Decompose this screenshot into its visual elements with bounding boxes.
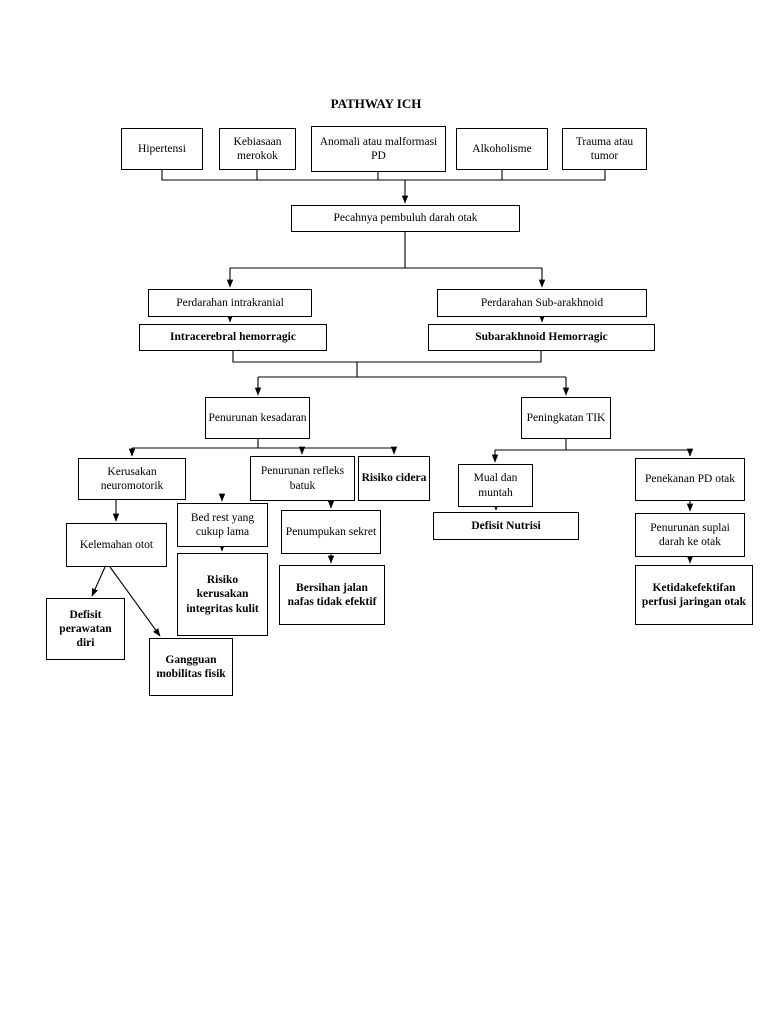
node-label: Risiko cidera xyxy=(361,472,427,485)
node-risiko-cidera[interactable]: Risiko cidera xyxy=(358,456,430,501)
node-label: Bed rest yang cukup lama xyxy=(190,511,255,538)
node-mual-dan-muntah[interactable]: Mual dan muntah xyxy=(458,464,533,507)
node-bersihan-jalan-nafas-tidak-efektif[interactable]: Bersihan jalan nafas tidak efektif xyxy=(279,565,385,625)
node-penurunan-refleks-batuk[interactable]: Penurunan refleks batuk xyxy=(250,456,355,501)
node-trauma-atau-tumor[interactable]: Trauma atau tumor xyxy=(562,128,647,170)
node-ketidakefektifan-perfusi-jaringan-otak[interactable]: Ketidakefektifan perfusi jaringan otak xyxy=(635,565,753,625)
node-label: Risiko kerusakan integritas kulit xyxy=(186,574,259,615)
node-label: Gangguan mobilitas fisik xyxy=(156,653,226,680)
node-label: Alkoholisme xyxy=(472,142,532,155)
node-label: Defisit perawatan diri xyxy=(59,608,112,649)
node-label: Ketidakefektifan perfusi jaringan otak xyxy=(641,581,747,608)
node-label: Anomali atau malformasi PD xyxy=(319,135,438,162)
node-alkoholisme[interactable]: Alkoholisme xyxy=(456,128,548,170)
node-label: Kelemahan otot xyxy=(79,538,154,551)
node-label: Penekanan PD otak xyxy=(644,473,736,486)
node-label: Hipertensi xyxy=(138,142,186,155)
node-label: Trauma atau tumor xyxy=(575,135,634,162)
node-penurunan-kesadaran[interactable]: Penurunan kesadaran xyxy=(205,397,310,439)
node-peningkatan-tik[interactable]: Peningkatan TIK xyxy=(521,397,611,439)
node-hipertensi[interactable]: Hipertensi xyxy=(121,128,203,170)
node-kebiasaan-merokok[interactable]: Kebiasaan merokok xyxy=(219,128,296,170)
node-label: Peningkatan TIK xyxy=(526,411,606,424)
node-risiko-kerusakan-integritas-kulit[interactable]: Risiko kerusakan integritas kulit xyxy=(177,553,268,636)
node-kelemahan-otot[interactable]: Kelemahan otot xyxy=(66,523,167,567)
node-label: Mual dan muntah xyxy=(473,472,518,499)
page-title: PATHWAY ICH xyxy=(330,96,422,111)
node-label: Perdarahan intrakranial xyxy=(176,296,284,309)
node-label: Kebiasaan merokok xyxy=(233,135,282,162)
node-penurunan-suplai-darah-ke-otak[interactable]: Penurunan suplai darah ke otak xyxy=(635,513,745,557)
node-gangguan-mobilitas-fisik[interactable]: Gangguan mobilitas fisik xyxy=(149,638,233,696)
node-label: Bersihan jalan nafas tidak efektif xyxy=(287,581,377,608)
node-kerusakan-neuromotorik[interactable]: Kerusakan neuromotorik xyxy=(78,458,186,500)
node-bed-rest-yang-cukup-lama[interactable]: Bed rest yang cukup lama xyxy=(177,503,268,547)
node-label: Penurunan refleks batuk xyxy=(260,465,345,492)
node-label: Penurunan suplai darah ke otak xyxy=(650,521,730,548)
node-perdarahan-intrakranial[interactable]: Perdarahan intrakranial xyxy=(148,289,312,317)
node-defisit-nutrisi[interactable]: Defisit Nutrisi xyxy=(433,512,579,540)
node-label: Intracerebral hemorragic xyxy=(170,331,296,344)
node-intracerebral-hemorragic[interactable]: Intracerebral hemorragic xyxy=(139,324,327,351)
node-label: Perdarahan Sub-arakhnoid xyxy=(480,296,604,309)
node-label: Subarakhnoid Hemorragic xyxy=(475,331,608,344)
node-perdarahan-sub-arakhnoid[interactable]: Perdarahan Sub-arakhnoid xyxy=(437,289,647,317)
node-label: Pecahnya pembuluh darah otak xyxy=(333,212,478,225)
node-pecahnya-pembuluh-darah-otak[interactable]: Pecahnya pembuluh darah otak xyxy=(291,205,520,232)
node-penumpukan-sekret[interactable]: Penumpukan sekret xyxy=(281,510,381,554)
node-label: Penurunan kesadaran xyxy=(208,411,307,424)
node-penekanan-pd-otak[interactable]: Penekanan PD otak xyxy=(635,458,745,501)
node-label: Kerusakan neuromotorik xyxy=(100,465,164,492)
node-subarakhnoid-hemorragic[interactable]: Subarakhnoid Hemorragic xyxy=(428,324,655,351)
node-label: Defisit Nutrisi xyxy=(471,519,541,532)
node-defisit-perawatan-diri[interactable]: Defisit perawatan diri xyxy=(46,598,125,660)
node-anomali-malformasi-pd[interactable]: Anomali atau malformasi PD xyxy=(311,126,446,172)
node-label: Penumpukan sekret xyxy=(285,525,377,538)
